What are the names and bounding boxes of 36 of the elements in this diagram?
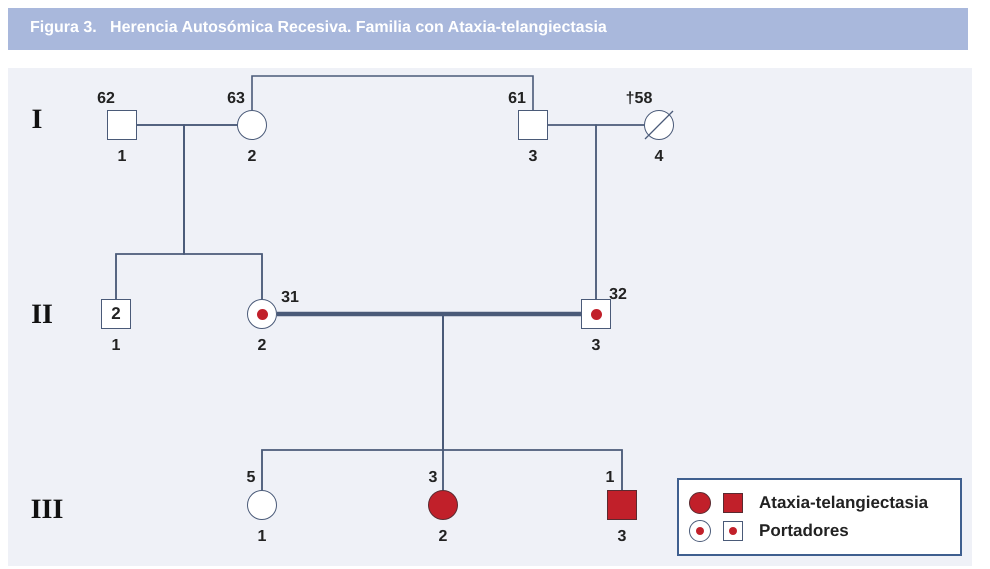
- pedigree-line: [183, 124, 263, 299]
- individual-number: 2: [258, 337, 266, 355]
- age-label: †58: [626, 90, 652, 108]
- generation-label: I: [32, 104, 42, 136]
- age-label: 32: [609, 286, 627, 304]
- pedigree-line: [442, 313, 623, 490]
- pedigree-line: [595, 124, 644, 299]
- male-symbol: [101, 299, 131, 329]
- individual-number: 4: [654, 148, 664, 166]
- legend-text: Portadores: [759, 521, 849, 541]
- individual-number: 1: [258, 528, 266, 546]
- age-label: 62: [97, 90, 115, 108]
- individual-number: 3: [528, 148, 538, 166]
- generation-label: II: [31, 299, 53, 331]
- age-label: 5: [246, 469, 256, 487]
- individual-number: 2: [248, 148, 256, 166]
- individual-number: 1: [118, 148, 126, 166]
- carrier-male-symbol: [581, 299, 611, 329]
- age-label: 1: [606, 469, 614, 487]
- generation-label: III: [30, 494, 64, 526]
- pedigree-line: [251, 75, 534, 110]
- individual-number: 3: [592, 337, 600, 355]
- sibship-count: 2: [111, 304, 121, 324]
- age-label: 31: [281, 289, 299, 307]
- legend-text: Ataxia-telangiectasia: [759, 493, 928, 513]
- male-symbol: [518, 110, 548, 140]
- age-label: 61: [508, 90, 526, 108]
- individual-number: 1: [112, 337, 120, 355]
- male-symbol: [107, 110, 137, 140]
- age-label: 63: [227, 90, 245, 108]
- individual-number: 2: [438, 528, 448, 546]
- age-label: 3: [428, 469, 438, 487]
- individual-number: 3: [618, 528, 626, 546]
- affected-male-symbol: [607, 490, 637, 520]
- consanguinity-line: [277, 312, 581, 316]
- figure-title: Figura 3. Herencia Autosómica Recesiva. Familia con Ataxia-telangiectasia: [30, 19, 607, 37]
